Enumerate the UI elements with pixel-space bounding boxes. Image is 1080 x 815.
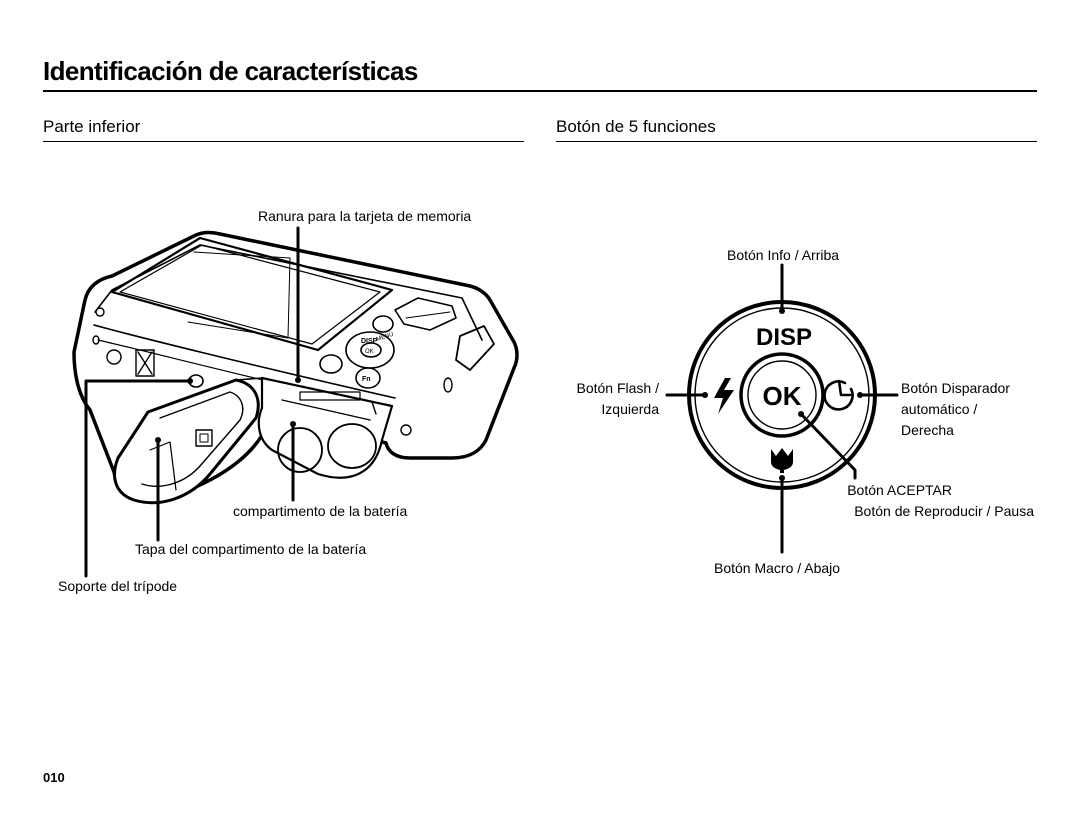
camera-fn-mark: Fn	[362, 376, 371, 383]
label-tripod-mount: Soporte del trípode	[58, 578, 178, 594]
self-timer-icon	[823, 379, 854, 411]
label-flash-line-2: Izquierda	[601, 401, 659, 417]
label-ok-line-2: Botón de Reproducir / Pausa	[854, 503, 1034, 519]
leader-dot-ok	[798, 411, 804, 417]
leader-dot-tripod-mount	[187, 378, 193, 384]
ok-button-inner-ring	[747, 360, 817, 430]
label-ok-playback: Botón ACEPTAR Botón de Reproducir / Paus…	[760, 480, 1034, 522]
label-battery-cover: Tapa del compartimento de la batería	[135, 541, 367, 557]
camera-playback-button	[319, 354, 343, 374]
title-divider	[43, 90, 1037, 92]
leader-dot-memory-slot	[295, 377, 301, 383]
camera-menu-button	[372, 315, 394, 333]
camera-ok-button	[360, 342, 382, 358]
camera-controls	[319, 297, 495, 436]
camera-menu-mark: MENU	[376, 332, 395, 343]
label-timer-line-1: Botón Disparador	[901, 380, 1010, 396]
battery-cover	[113, 377, 263, 505]
lcd-screen	[110, 236, 394, 352]
camera-mode-switch	[394, 297, 457, 331]
camera-fn-button	[355, 367, 381, 389]
usb-port-cover	[455, 325, 495, 371]
leader-ok	[799, 412, 857, 480]
leader-dot-info-up	[779, 308, 785, 314]
leader-dot-timer	[857, 392, 863, 398]
label-flash-left: Botón Flash / Izquierda	[540, 378, 660, 420]
camera-ok-mark: OK	[365, 349, 374, 355]
regulatory-marks	[92, 307, 155, 377]
flash-icon	[714, 378, 734, 414]
page-title: Identificación de características	[43, 56, 418, 86]
label-ok-line-1: Botón ACEPTAR	[847, 482, 952, 498]
page-number: 010	[43, 770, 65, 785]
section-divider-right	[556, 141, 1037, 142]
label-timer-line-2: automático /	[901, 401, 978, 417]
label-memory-card-slot: Ranura para la tarjeta de memoria	[258, 208, 472, 224]
section-divider-left	[43, 141, 524, 142]
ok-button-text: OK	[763, 381, 802, 411]
section-title-bottom-view: Parte inferior	[43, 117, 141, 136]
disp-button-text: DISP	[756, 324, 812, 351]
leader-tripod-mount	[84, 379, 192, 578]
leader-dot-macro	[779, 475, 785, 481]
macro-flower-icon	[771, 448, 793, 473]
leader-lines-left	[84, 226, 300, 578]
camera-disp-mark: DISP	[361, 338, 378, 345]
label-battery-compartment: compartimento de la batería	[233, 503, 408, 519]
leader-lines-right	[665, 263, 899, 554]
label-info-up: Botón Info / Arriba	[727, 247, 840, 263]
leader-dot-flash	[702, 392, 708, 398]
section-title-five-function-button: Botón de 5 funciones	[556, 117, 716, 136]
ok-button-ring	[739, 352, 825, 438]
leader-dot-battery-compartment	[290, 421, 296, 427]
label-flash-line-1: Botón Flash /	[576, 380, 660, 396]
leader-dot-battery-cover	[155, 437, 161, 443]
label-macro-down: Botón Macro / Abajo	[714, 560, 841, 576]
label-self-timer-right: Botón Disparador automático / Derecha	[901, 378, 1010, 441]
label-timer-line-3: Derecha	[901, 422, 954, 438]
